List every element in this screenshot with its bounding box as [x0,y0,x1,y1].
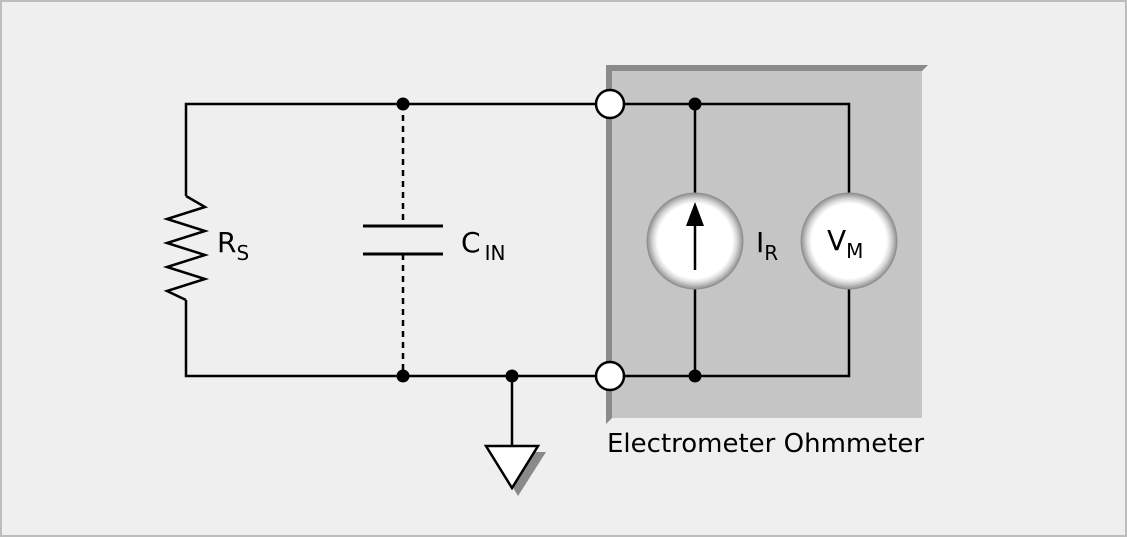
capacitor-icon [363,104,443,376]
resistor-zigzag-icon [162,194,210,302]
current-source-arrow-icon [646,192,744,290]
rs-label: RS [217,226,249,265]
voltmeter-icon [800,192,898,290]
ir-label: IR [756,226,778,265]
instrument-label: Electrometer Ohmmeter [607,429,924,459]
open-terminal-icon [594,360,626,392]
junction-dot-icon [505,369,519,383]
junction-dot-icon [396,97,410,111]
junction-dot-icon [688,97,702,111]
open-terminal-icon [594,88,626,120]
top-wire [184,102,851,196]
junction-dot-icon [396,369,410,383]
vm-label: VM [827,224,863,263]
junction-dot-icon [688,369,702,383]
junction-dots [396,97,702,383]
ground-triangle-icon [483,444,546,496]
